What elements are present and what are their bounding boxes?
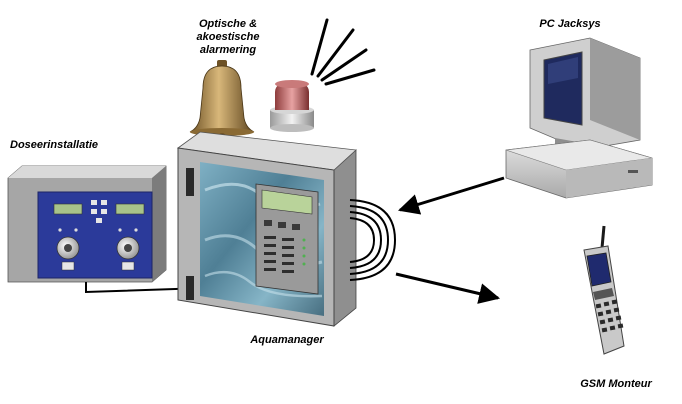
alarm-beacon-icon: [270, 80, 314, 132]
beacon-rays: [310, 18, 376, 86]
label-alarm-line1: Optische &: [198, 18, 258, 30]
mobile-phone-icon: [583, 225, 625, 355]
label-gsm: GSM Monteur: [580, 378, 652, 390]
label-alarm-line2: akoestische: [196, 31, 260, 43]
label-alarm-line3: alarmering: [199, 44, 257, 56]
bell-icon: [189, 60, 255, 141]
label-dosing: Doseerinstallatie: [10, 139, 99, 151]
arrow-pc-to-cabinet: [397, 176, 505, 215]
label-aquamanager: Aquamanager: [250, 334, 324, 346]
dosing-cable: [85, 282, 206, 294]
control-cabinet-icon: [176, 131, 357, 327]
pc-computer-icon: [505, 37, 653, 199]
arrow-cabinet-to-gsm: [395, 272, 501, 304]
label-alarm: Optische & akoestische alarmering: [178, 18, 278, 57]
label-pc: PC Jacksys: [539, 18, 601, 30]
dosing-unit-icon: [7, 165, 167, 283]
cable-coil: [349, 199, 397, 281]
